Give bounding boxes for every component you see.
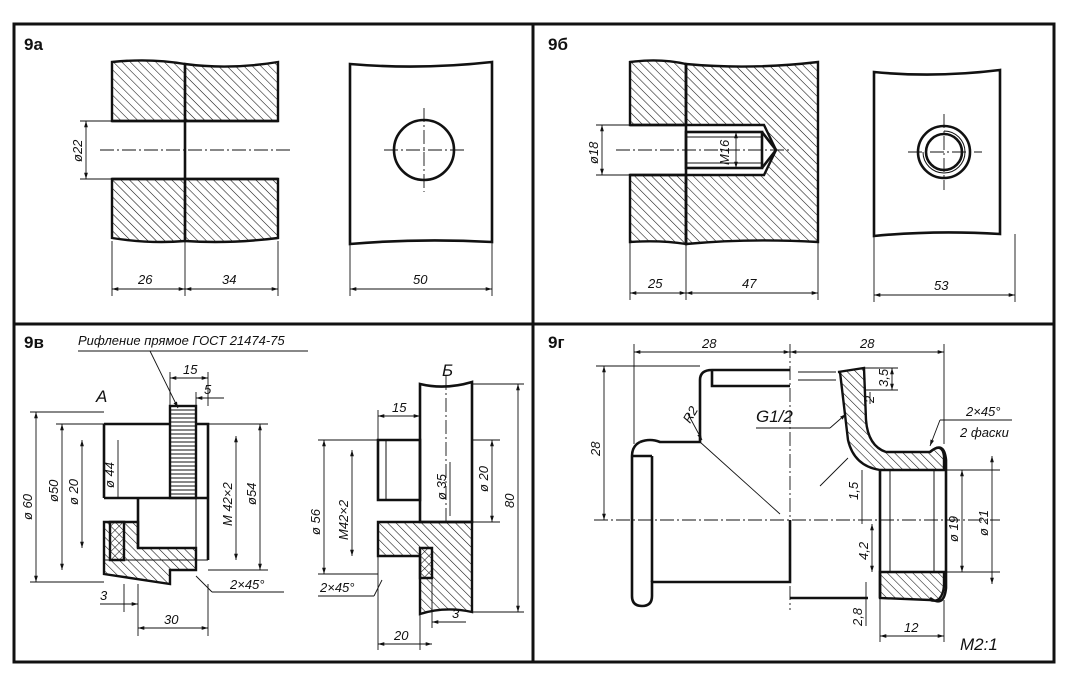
dim-15-b: 15 bbox=[392, 400, 407, 415]
hatch-upper-left bbox=[110, 59, 187, 123]
dim-34: 34 bbox=[222, 272, 236, 287]
dim-chamfer-g: 2×45° bbox=[965, 404, 1000, 419]
chamfer-note: 2 фаски bbox=[959, 425, 1009, 440]
tee-left-outline bbox=[630, 440, 792, 608]
dim-m42-b: M42×2 bbox=[336, 499, 351, 540]
dim-30: 30 bbox=[164, 612, 179, 627]
dim-2-8: 2,8 bbox=[850, 607, 865, 627]
front-view-9a: 50 bbox=[348, 60, 494, 296]
dim-80: 80 bbox=[502, 493, 517, 508]
hatch-lower-left bbox=[628, 173, 688, 246]
panel-9b: 9б ø18 M16 25 47 bbox=[548, 35, 1016, 302]
dim-50: 50 bbox=[413, 272, 428, 287]
thread-stub bbox=[376, 438, 422, 502]
leader bbox=[929, 419, 941, 447]
plate-outline bbox=[348, 60, 494, 246]
dim-d21: ø 21 bbox=[976, 510, 991, 536]
panel-9g: 9г 28 28 28 R2 G1/2 bbox=[548, 333, 1012, 654]
leader bbox=[829, 413, 847, 429]
dim-2: 2 bbox=[862, 395, 877, 404]
section-view-9b: ø18 M16 25 47 bbox=[586, 59, 820, 300]
hatch-lower-left bbox=[110, 177, 187, 244]
dim-15: 15 bbox=[183, 362, 198, 377]
dim-d19: ø 19 bbox=[946, 516, 961, 542]
dim-47: 47 bbox=[742, 276, 757, 291]
dim-26: 26 bbox=[137, 272, 153, 287]
dim-chamfer-a: 2×45° bbox=[229, 577, 264, 592]
hatch-upper-right bbox=[183, 60, 280, 123]
dim-25: 25 bbox=[647, 276, 663, 291]
dim-m42: M 42×2 bbox=[220, 482, 235, 526]
dim-53: 53 bbox=[934, 278, 949, 293]
body-outline bbox=[418, 380, 474, 524]
dim-4-2: 4,2 bbox=[856, 541, 871, 560]
panel-label-9b: 9б bbox=[548, 35, 568, 54]
hatch-right-block bbox=[684, 60, 820, 246]
view-a: А ø 60 ø50 ø 20 ø 44 M 42×2 bbox=[20, 362, 284, 636]
knurl-note: Рифление прямое ГОСТ 21474-75 bbox=[78, 333, 285, 348]
dim-d20: ø 20 bbox=[66, 478, 81, 505]
view-a-label: А bbox=[95, 387, 107, 406]
dim-d50: ø50 bbox=[46, 479, 61, 502]
tee-top-outline bbox=[639, 368, 790, 444]
knurled-band bbox=[168, 404, 198, 500]
dim-12: 12 bbox=[904, 620, 919, 635]
dim-20: 20 bbox=[393, 628, 409, 643]
hatch-lower-right bbox=[183, 177, 280, 244]
panel-label-9a: 9а bbox=[24, 35, 43, 54]
dim-3-5: 3,5 bbox=[876, 368, 891, 387]
panel-label-9g: 9г bbox=[548, 333, 565, 352]
dim-d18: ø18 bbox=[586, 141, 601, 164]
thread-arc bbox=[922, 130, 966, 174]
dim-d60: ø 60 bbox=[20, 493, 35, 520]
dim-d54: ø54 bbox=[244, 483, 259, 505]
dim-d22: ø22 bbox=[70, 139, 85, 162]
thread-g12: G1/2 bbox=[756, 407, 793, 426]
dim-28-right: 28 bbox=[859, 336, 875, 351]
plate-outline bbox=[872, 68, 1002, 238]
diag-line bbox=[699, 441, 781, 515]
leader bbox=[195, 575, 213, 593]
dim-r2: R2 bbox=[680, 403, 702, 426]
dim-d44: ø 44 bbox=[102, 462, 117, 488]
wall-hatch-top bbox=[837, 366, 946, 472]
note-leader bbox=[149, 350, 179, 409]
dim-28-h: 28 bbox=[588, 441, 603, 457]
panel-9a: 9а ø22 26 34 bbox=[24, 35, 494, 296]
scale-label: M2:1 bbox=[960, 635, 998, 654]
dim-1-5: 1,5 bbox=[846, 481, 861, 500]
section-hatch-inner bbox=[418, 546, 434, 580]
section-hatch-inner bbox=[108, 520, 126, 562]
view-b-label: Б bbox=[442, 361, 453, 380]
flange-right bbox=[929, 446, 948, 603]
leader bbox=[687, 413, 703, 441]
dim-3: 3 bbox=[100, 588, 108, 603]
dim-d20-b: ø 20 bbox=[476, 465, 491, 492]
dim-5: 5 bbox=[204, 382, 212, 397]
front-view-9b: 53 bbox=[872, 68, 1016, 302]
tee-top-inner bbox=[710, 370, 790, 388]
section-view-9a: ø22 26 34 bbox=[70, 59, 292, 296]
wall-hatch-bottom bbox=[878, 570, 946, 602]
view-b: Б 15 ø 56 M42×2 ø 35 ø 20 bbox=[308, 361, 524, 650]
dim-d35: ø 35 bbox=[434, 473, 449, 500]
dim-chamfer-b: 2×45° bbox=[319, 580, 354, 595]
dim-3-b: 3 bbox=[452, 606, 460, 621]
hatch-upper-left bbox=[628, 59, 688, 127]
dim-m16: M16 bbox=[717, 139, 732, 165]
dim-28-left: 28 bbox=[701, 336, 717, 351]
panel-label-9v: 9в bbox=[24, 333, 44, 352]
diag-line bbox=[819, 457, 849, 487]
dim-d56: ø 56 bbox=[308, 508, 323, 535]
panel-9v: 9в Рифление прямое ГОСТ 21474-75 А ø 60 … bbox=[20, 333, 524, 650]
